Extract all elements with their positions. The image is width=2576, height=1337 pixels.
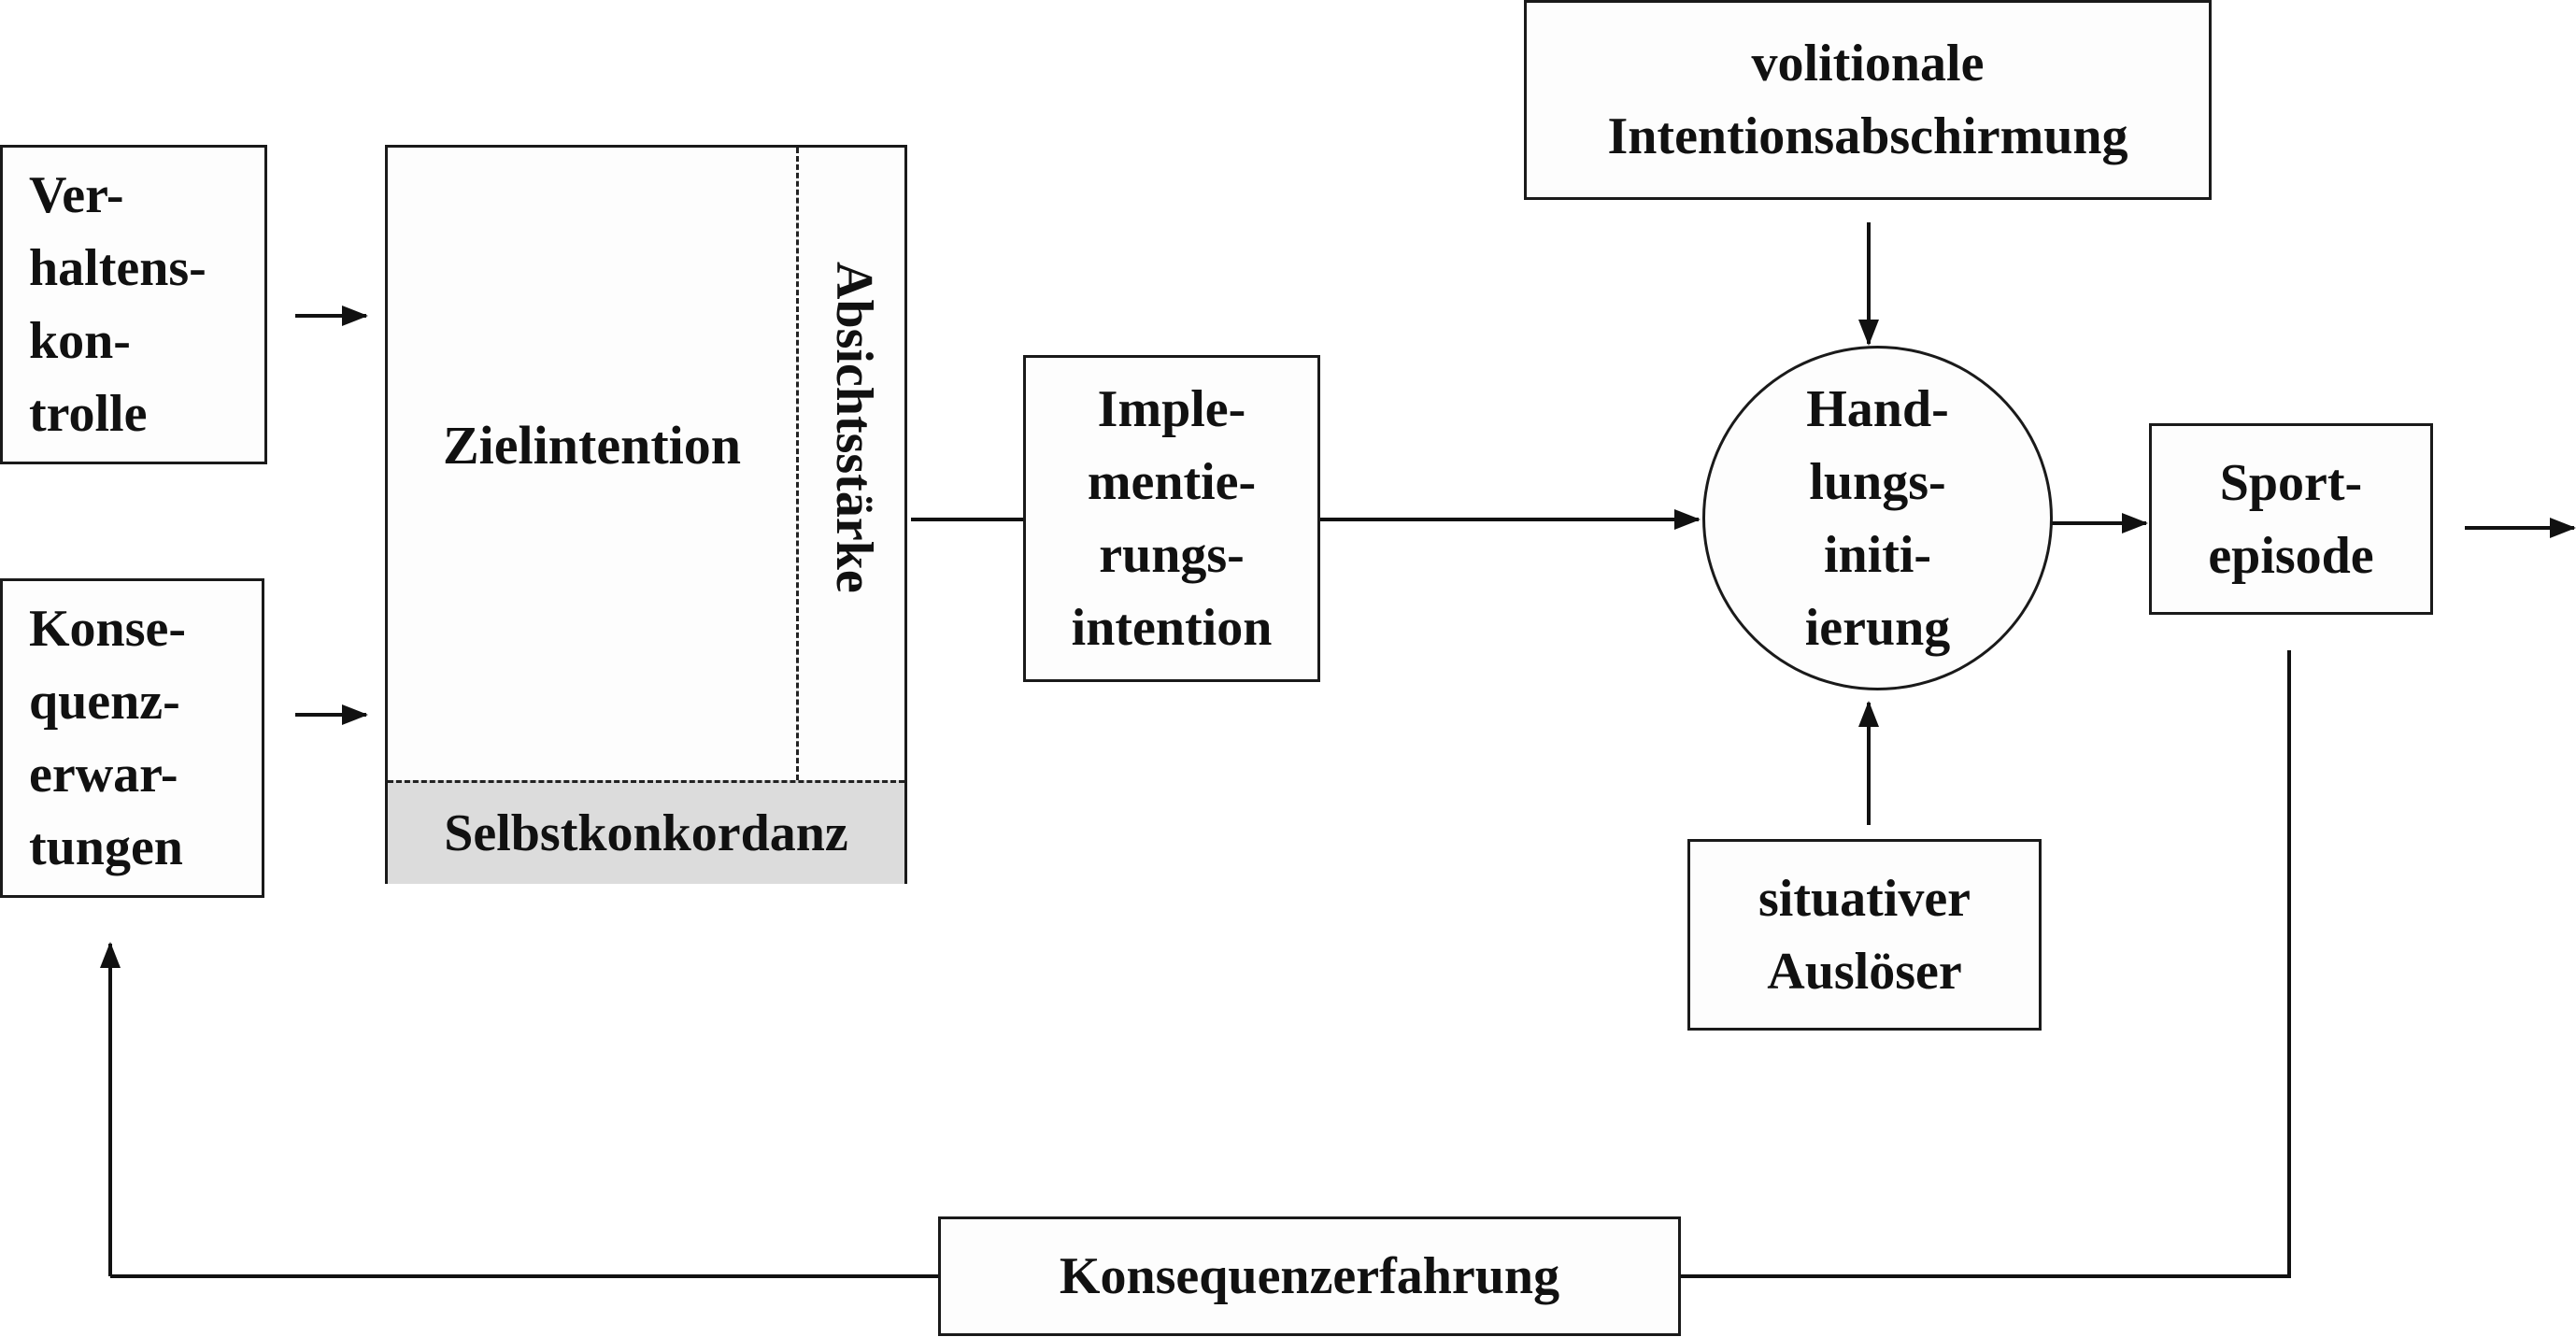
absichtsstaerke-divider bbox=[796, 148, 799, 780]
handlungsinitiierung-label: Hand- lungs- initi- ierung bbox=[1804, 379, 1951, 657]
selbstkonkordanz-area: Selbstkonkordanz bbox=[388, 780, 904, 884]
absichtsstaerke-label: Absichtsstärke bbox=[825, 262, 883, 593]
sportepisode-label: Sport- episode bbox=[2208, 453, 2374, 585]
feedback-line-sportepisode-to-konsequenzerfahrung bbox=[1679, 650, 2291, 1278]
volitionale-intentionsabschirmung-box: volitionale Intentionsabschirmung bbox=[1524, 0, 2212, 200]
konsequenzerwartungen-box: Konse- quenz- erwar- tungen bbox=[0, 578, 264, 898]
situativer-ausloeser-box: situativer Auslöser bbox=[1687, 839, 2042, 1031]
zielintention-block: Zielintention Absichtsstärke Selbstkonko… bbox=[385, 145, 907, 884]
sportepisode-box: Sport- episode bbox=[2149, 423, 2433, 615]
handlungsinitiierung-circle: Hand- lungs- initi- ierung bbox=[1702, 346, 2053, 690]
verhaltenskontrolle-label: Ver- haltens- kon- trolle bbox=[29, 166, 206, 443]
konsequenzerfahrung-box: Konsequenzerfahrung bbox=[938, 1216, 1681, 1336]
konsequenzerwartungen-label: Konse- quenz- erwar- tungen bbox=[29, 600, 186, 876]
situativer-ausloeser-label: situativer Auslöser bbox=[1758, 869, 1971, 1001]
volitionale-intentionsabschirmung-label: volitionale Intentionsabschirmung bbox=[1607, 35, 2128, 165]
konsequenzerfahrung-label: Konsequenzerfahrung bbox=[1059, 1247, 1560, 1305]
zielintention-area: Zielintention bbox=[388, 148, 796, 780]
verhaltenskontrolle-box: Ver- haltens- kon- trolle bbox=[0, 145, 267, 464]
selbstkonkordanz-label: Selbstkonkordanz bbox=[444, 804, 848, 862]
zielintention-label: Zielintention bbox=[442, 415, 742, 476]
implementierungsintention-label: Imple- mentie- rungs- intention bbox=[1071, 380, 1273, 657]
implementierungsintention-box: Imple- mentie- rungs- intention bbox=[1023, 355, 1320, 682]
absichtsstaerke-area: Absichtsstärke bbox=[799, 148, 904, 780]
